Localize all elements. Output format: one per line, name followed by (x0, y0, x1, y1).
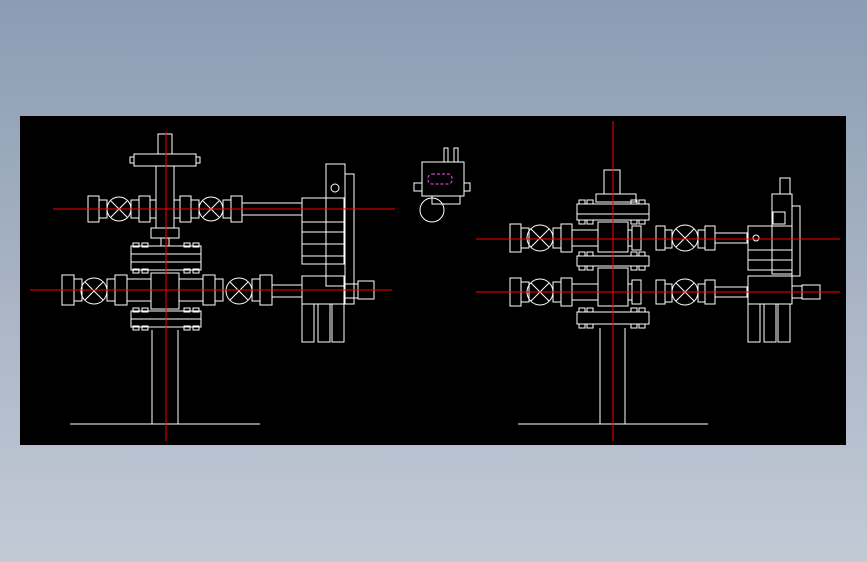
lower-cross (150, 272, 180, 310)
cad-viewport[interactable] (20, 116, 846, 445)
vertical-body (155, 165, 175, 229)
cad-drawing (30, 121, 840, 441)
left-elevation (30, 132, 395, 441)
right-actuator (747, 177, 821, 343)
dashed-outline (427, 173, 453, 185)
right-elevation (476, 121, 840, 441)
top-bar (133, 153, 197, 167)
right-upper-wing-valve-left (509, 223, 599, 253)
top-detail (413, 147, 471, 223)
left-actuator (301, 163, 375, 343)
right-upper-wing-valve-right (627, 224, 748, 252)
